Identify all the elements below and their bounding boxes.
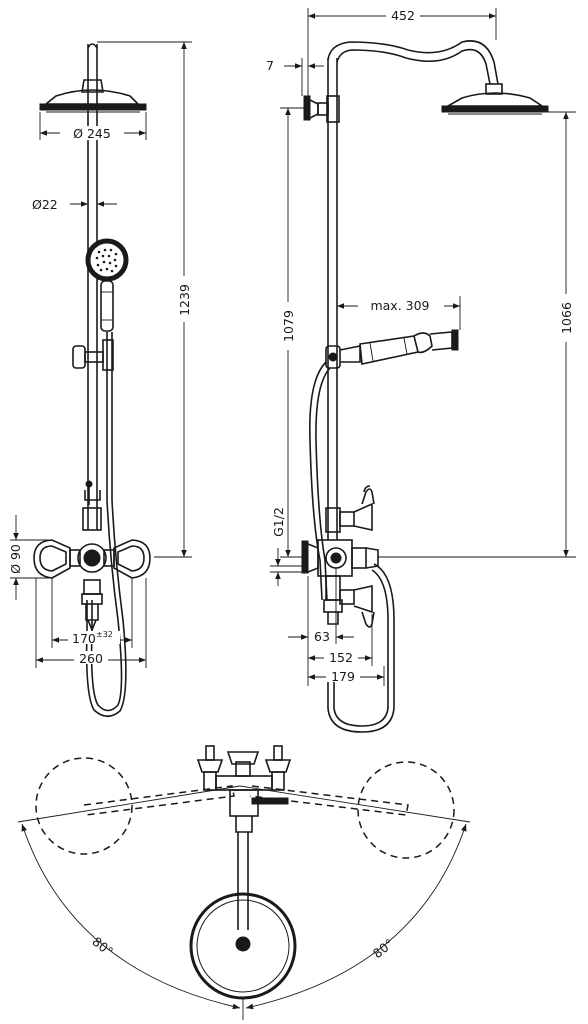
dim-escutcheon-diameter: Ø 90 [8,515,52,600]
side-hose-left-b [315,367,331,601]
label-angle-right: 80° [370,936,397,961]
top-shower-head-center [235,936,251,952]
front-hose-inner [85,332,127,718]
front-shower-head [39,79,147,113]
dim-depth-152: 152 [308,614,373,666]
dim-height-to-bracket: 1079 [280,107,304,558]
label-depth-63: 63 [314,629,330,644]
label-head-height: 1066 [559,302,574,334]
side-wall-bracket [303,95,340,123]
side-hose-left-a [309,361,327,601]
label-hand-shower-reach: max. 309 [370,298,429,313]
dim-total-height: 1239 [97,41,192,558]
label-spacing: 170 [72,631,96,646]
label-thread: G1/2 [271,507,286,537]
angle-arc-left [21,823,241,1010]
side-hose-bottom-a [333,569,389,727]
dim-depth-63: 63 [288,568,354,686]
front-rod-top [87,43,98,49]
label-rod-diameter: Ø22 [32,197,58,212]
side-arm-outer [327,40,499,85]
label-arm-reach: 452 [391,8,415,23]
label-angle-left: 80° [89,934,116,959]
label-depth-179: 179 [331,669,355,684]
label-overall-width: 260 [79,651,103,666]
side-arm-inner [336,48,491,85]
dim-depth-179: 179 [308,666,385,686]
dim-wall-offset: 7 [266,58,324,96]
angle-arc-right [245,823,467,1010]
label-depth-152: 152 [329,650,353,665]
dim-arm-reach: 452 [307,8,497,96]
front-mixer [33,480,151,633]
label-wall-offset: 7 [266,58,274,73]
label-head-diameter: Ø 245 [73,126,111,141]
side-view: 452 7 1079 max. 309 [266,8,576,733]
dim-head-height: 1066 [378,111,576,558]
dim-rod-diameter: Ø22 [32,197,117,212]
label-total-height: 1239 [177,284,192,316]
dim-hand-shower-reach: max. 309 [337,296,461,330]
front-hand-shower [85,238,129,332]
front-slider [72,339,114,371]
side-hand-shower [325,329,459,369]
side-shower-head [441,83,549,115]
swing-arm-right [249,785,409,816]
swing-position-right [357,761,455,859]
dim-spacing: 170 ±32 [51,578,133,648]
swing-arm-left [83,785,235,816]
label-height-to-bracket: 1079 [281,310,296,342]
label-spacing-tolerance: ±32 [96,630,113,639]
top-view: 80° 80° [17,745,471,1020]
side-mixer [301,485,379,628]
ray-right [239,785,471,823]
dim-thread: G1/2 [270,507,302,586]
ray-left [17,785,241,823]
label-escutcheon-diameter: Ø 90 [8,544,23,574]
side-hose-bottom-b [327,563,395,733]
dim-overall-width: 260 [35,578,147,668]
dim-head-diameter: Ø 245 [39,112,147,141]
front-view: Ø 245 Ø22 1239 Ø 90 [8,41,192,718]
